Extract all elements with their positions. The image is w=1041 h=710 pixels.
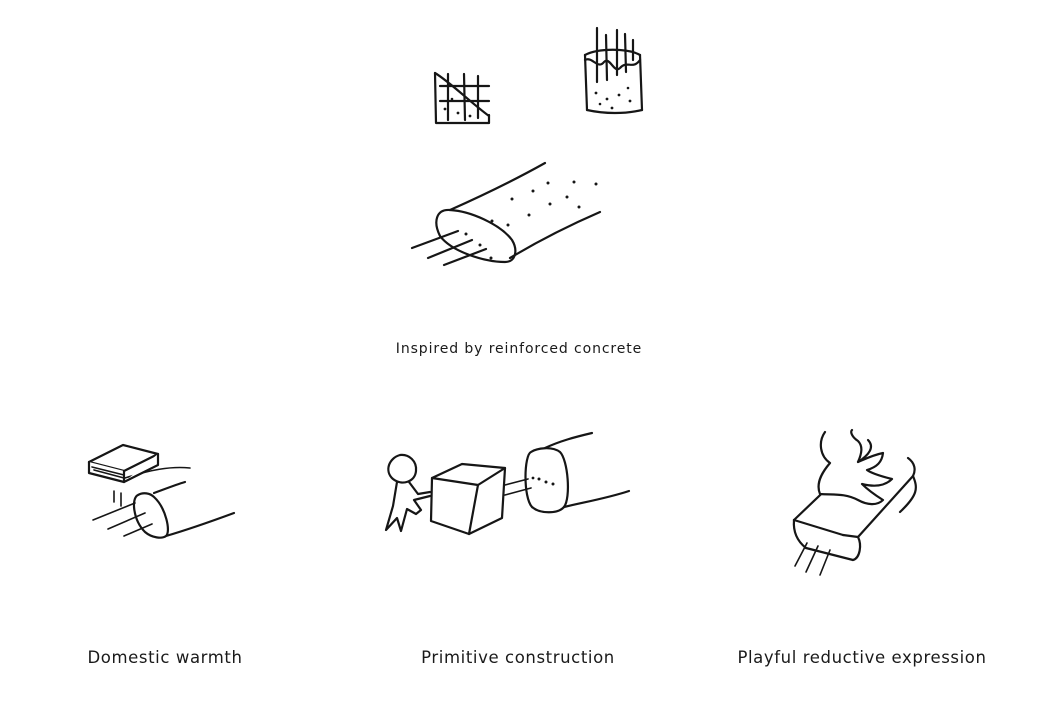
broken-column-sketch <box>583 26 644 115</box>
book-beam-sketch <box>87 443 236 539</box>
hand-block-sketch <box>792 428 917 576</box>
rebar-grid-sketch <box>433 71 491 125</box>
main-caption: Inspired by reinforced concrete <box>395 341 643 357</box>
figure-block-sketch <box>384 431 631 536</box>
concept-label-playful-reductive-expression: Playful reductive expression <box>737 648 987 667</box>
concrete-beam-sketch <box>410 161 602 267</box>
concept-label-primitive-construction: Primitive construction <box>421 648 615 667</box>
concept-label-domestic-warmth: Domestic warmth <box>87 648 243 667</box>
